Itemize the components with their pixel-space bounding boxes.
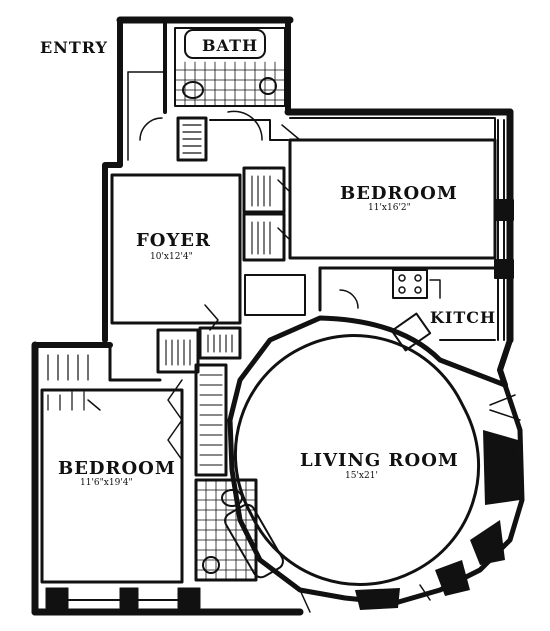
bath-door [227, 110, 263, 141]
bedroom-top-closet-2 [242, 212, 286, 262]
living-outer-wall [227, 315, 525, 606]
foyer-dimensions: 10'x12'4" [150, 252, 193, 262]
bedroom-left-dimensions: 11'6"x19'4" [80, 478, 133, 488]
bedroom-left-wardrobe [194, 363, 228, 477]
living-bay-windows [355, 430, 520, 610]
bath-tile-grid [174, 61, 286, 107]
wardrobe-doors [167, 379, 183, 461]
living-room-dimensions: 15'x21' [345, 471, 378, 481]
east-windows [494, 119, 514, 341]
living-room-label: LIVING ROOM [300, 450, 459, 471]
foyer-niche [244, 274, 306, 316]
bedroom-left-room [40, 388, 184, 584]
foyer-room [110, 173, 242, 325]
stove [392, 269, 428, 299]
living-room-floor [233, 334, 481, 586]
bath-2-tub [224, 503, 284, 579]
bath-sink [259, 77, 277, 95]
bath-label: BATH [202, 36, 259, 55]
hall-closet [156, 328, 200, 374]
bedroom-left-closet [47, 354, 89, 411]
bath-2-toilet [202, 556, 220, 574]
entry-closet [176, 116, 208, 162]
linen-closet [198, 326, 242, 360]
entry-label: ENTRY [40, 38, 108, 57]
south-windows [45, 587, 201, 609]
bedroom-left-label: BEDROOM [58, 458, 176, 479]
entry-door [139, 117, 163, 141]
bedroom-top-closet-1 [242, 166, 286, 214]
bathtub [184, 29, 266, 59]
kitchen-label: KITCH [430, 308, 497, 327]
bedroom-top-label: BEDROOM [340, 183, 458, 204]
bedroom-top-dimensions: 11'x16'2" [368, 203, 411, 213]
foyer-label: FOYER [136, 230, 211, 251]
bath-room [174, 27, 286, 107]
